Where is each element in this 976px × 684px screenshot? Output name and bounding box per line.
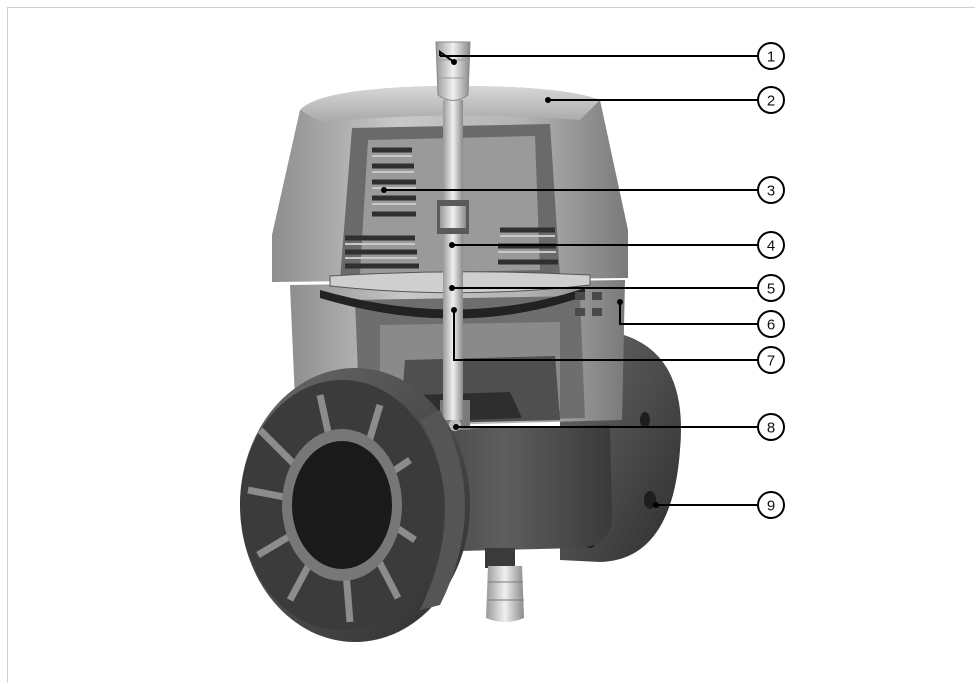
callout-label-1: 1 (767, 49, 775, 66)
callout-circle-7 (757, 346, 785, 374)
callout-circle-4 (757, 231, 785, 259)
callout-label-2: 2 (767, 93, 775, 110)
callout-label-8: 8 (767, 420, 775, 437)
callout-markers (381, 59, 659, 508)
callout-circle-2 (757, 86, 785, 114)
leader-line-6 (619, 302, 758, 325)
figure-frame (7, 7, 975, 683)
callout-label-5: 5 (767, 281, 775, 298)
leader-line-1 (439, 50, 758, 63)
callout-circle-9 (757, 491, 785, 519)
leader-line-7 (453, 310, 758, 361)
callouts (384, 50, 758, 506)
callout-label-4: 4 (767, 238, 775, 255)
callout-circle-5 (757, 274, 785, 302)
callout-label-9: 9 (767, 498, 775, 515)
callout-circles (757, 42, 785, 519)
callout-label-6: 6 (767, 317, 775, 334)
callout-circle-1 (757, 42, 785, 70)
front-flange (240, 368, 470, 642)
callout-circle-3 (757, 176, 785, 204)
callout-label-3: 3 (767, 183, 775, 200)
callout-circle-6 (757, 310, 785, 338)
callout-label-7: 7 (767, 353, 775, 370)
spring-stack (345, 147, 558, 269)
valve-cutaway-illustration (240, 41, 681, 642)
callout-labels: 1 2 3 4 5 6 7 8 9 (767, 49, 775, 515)
callout-circle-8 (757, 413, 785, 441)
center-stem (435, 41, 471, 420)
